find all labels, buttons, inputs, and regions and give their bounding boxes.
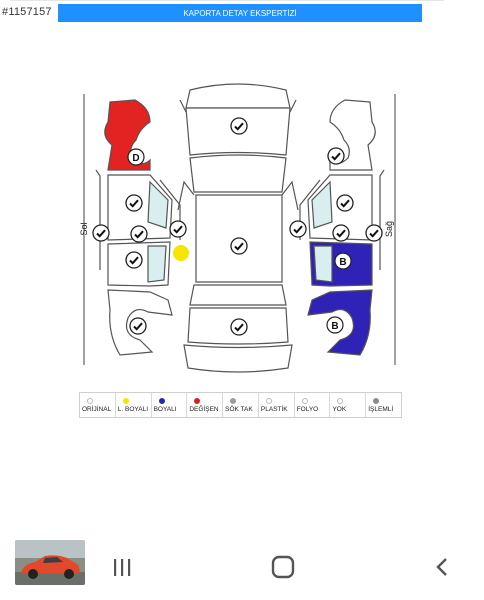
svg-text:B: B <box>331 321 338 332</box>
check-icon <box>130 225 148 243</box>
back-icon <box>436 558 447 576</box>
legend-swatch <box>158 397 165 404</box>
left-front-window <box>147 180 169 229</box>
left-side-label: Sol <box>79 222 89 235</box>
page-title: KAPORTA DETAY EKSPERTİZİ <box>58 4 422 22</box>
check-icon <box>365 224 383 242</box>
legend-item: L. BOYALI <box>116 393 152 417</box>
check-icon <box>230 237 248 255</box>
local-painted-marker <box>173 245 189 261</box>
legend: ORİJİNAL L. BOYALI BOYALI DEĞİŞEN SÖK TA… <box>79 392 402 418</box>
legend-swatch <box>230 397 237 404</box>
right-front-window <box>311 180 333 229</box>
check-icon <box>125 194 143 212</box>
windshield[interactable] <box>189 154 287 193</box>
svg-text:D: D <box>132 153 139 164</box>
listing-id: #1157157 <box>2 6 52 18</box>
front-bumper[interactable] <box>185 83 291 109</box>
legend-swatch <box>301 397 308 404</box>
rear-window[interactable] <box>189 284 287 306</box>
check-icon <box>169 220 187 238</box>
car-body-top-view <box>177 83 299 373</box>
changed-mark: D <box>127 148 145 166</box>
check-icon <box>332 224 350 242</box>
check-icon <box>230 318 248 336</box>
recents-button[interactable] <box>108 553 136 581</box>
legend-item: PLASTİK <box>259 393 295 417</box>
legend-swatch <box>194 397 201 404</box>
left-side-panels <box>95 99 181 356</box>
painted-mark-rear-fender: B <box>326 316 344 334</box>
recents-icon <box>114 559 131 576</box>
legend-item: FOLYO <box>295 393 331 417</box>
check-icon <box>129 317 147 335</box>
check-icon <box>230 117 248 135</box>
legend-item: SÖK TAK <box>223 393 259 417</box>
legend-item: DEĞİŞEN <box>187 393 224 417</box>
legend-swatch <box>373 397 380 404</box>
right-rear-fender[interactable] <box>307 289 373 356</box>
left-rear-window <box>147 245 167 283</box>
back-button[interactable] <box>429 553 457 581</box>
car-thumbnail[interactable] <box>15 540 85 585</box>
right-side-label: Sağ <box>384 221 394 237</box>
legend-swatch <box>337 397 344 404</box>
legend-item: ORİJİNAL <box>80 393 116 417</box>
legend-swatch <box>122 397 129 404</box>
check-icon <box>336 194 354 212</box>
home-icon <box>271 555 295 579</box>
home-button[interactable] <box>269 553 297 581</box>
check-icon <box>327 147 345 165</box>
left-rear-fender[interactable] <box>107 289 173 356</box>
check-icon <box>125 251 143 269</box>
right-rear-window <box>313 245 333 283</box>
check-icon <box>289 220 307 238</box>
check-icon <box>92 224 110 242</box>
legend-item: YOK <box>330 393 367 417</box>
legend-item: BOYALI <box>152 393 188 417</box>
rear-bumper[interactable] <box>183 344 293 373</box>
legend-item: İŞLEMLİ <box>366 393 401 417</box>
painted-mark-rear-door: B <box>334 252 352 270</box>
top-divider <box>10 0 444 1</box>
svg-text:B: B <box>339 257 346 268</box>
right-front-fender[interactable] <box>329 99 376 171</box>
legend-swatch <box>87 397 93 404</box>
legend-swatch <box>265 397 272 404</box>
